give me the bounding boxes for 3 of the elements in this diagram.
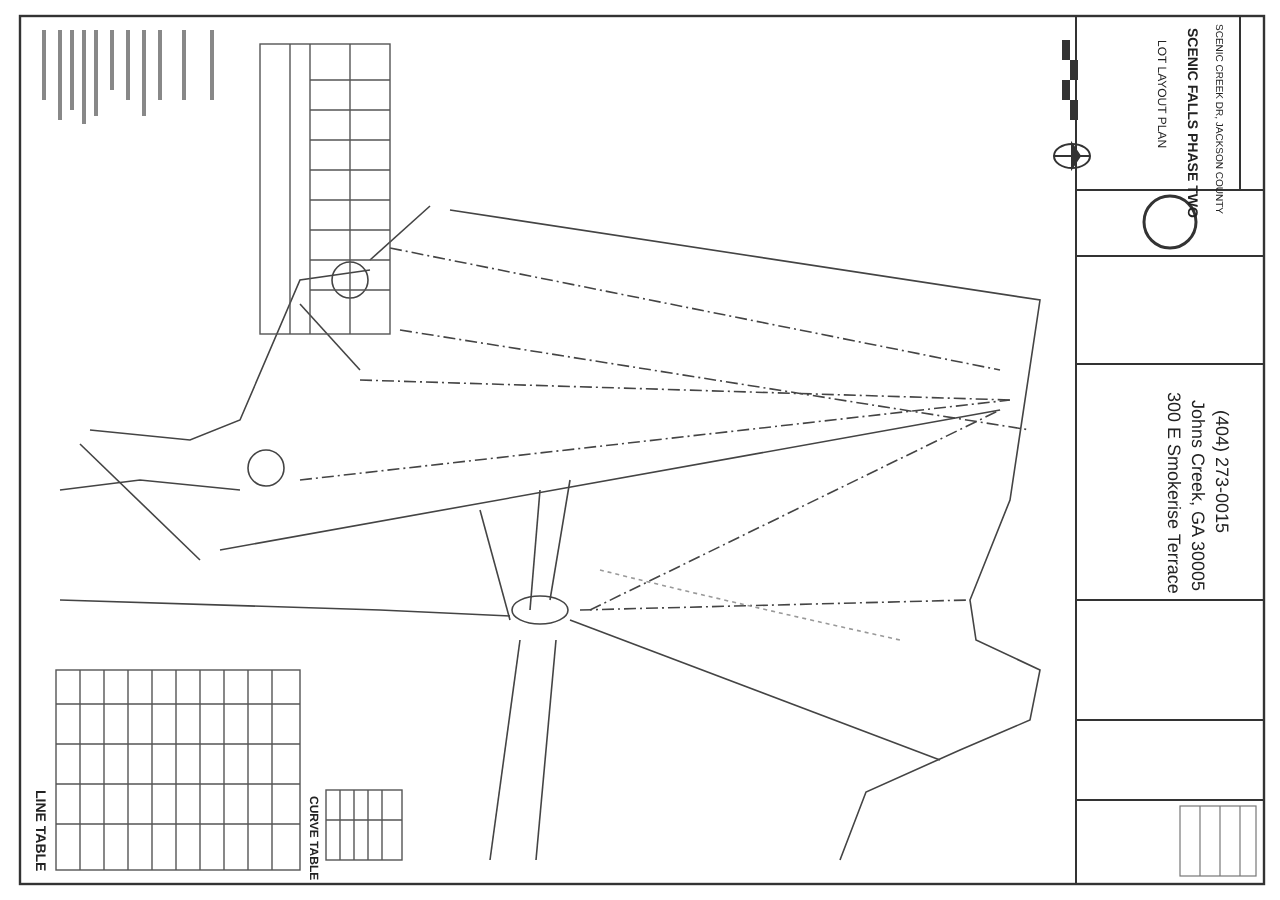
address-text: 300 E Smokerise Terrace bbox=[1164, 392, 1184, 594]
phone-number: (404) 273-0015 bbox=[1212, 410, 1232, 534]
address-text: Johns Creek, GA 30005 bbox=[1188, 400, 1208, 592]
